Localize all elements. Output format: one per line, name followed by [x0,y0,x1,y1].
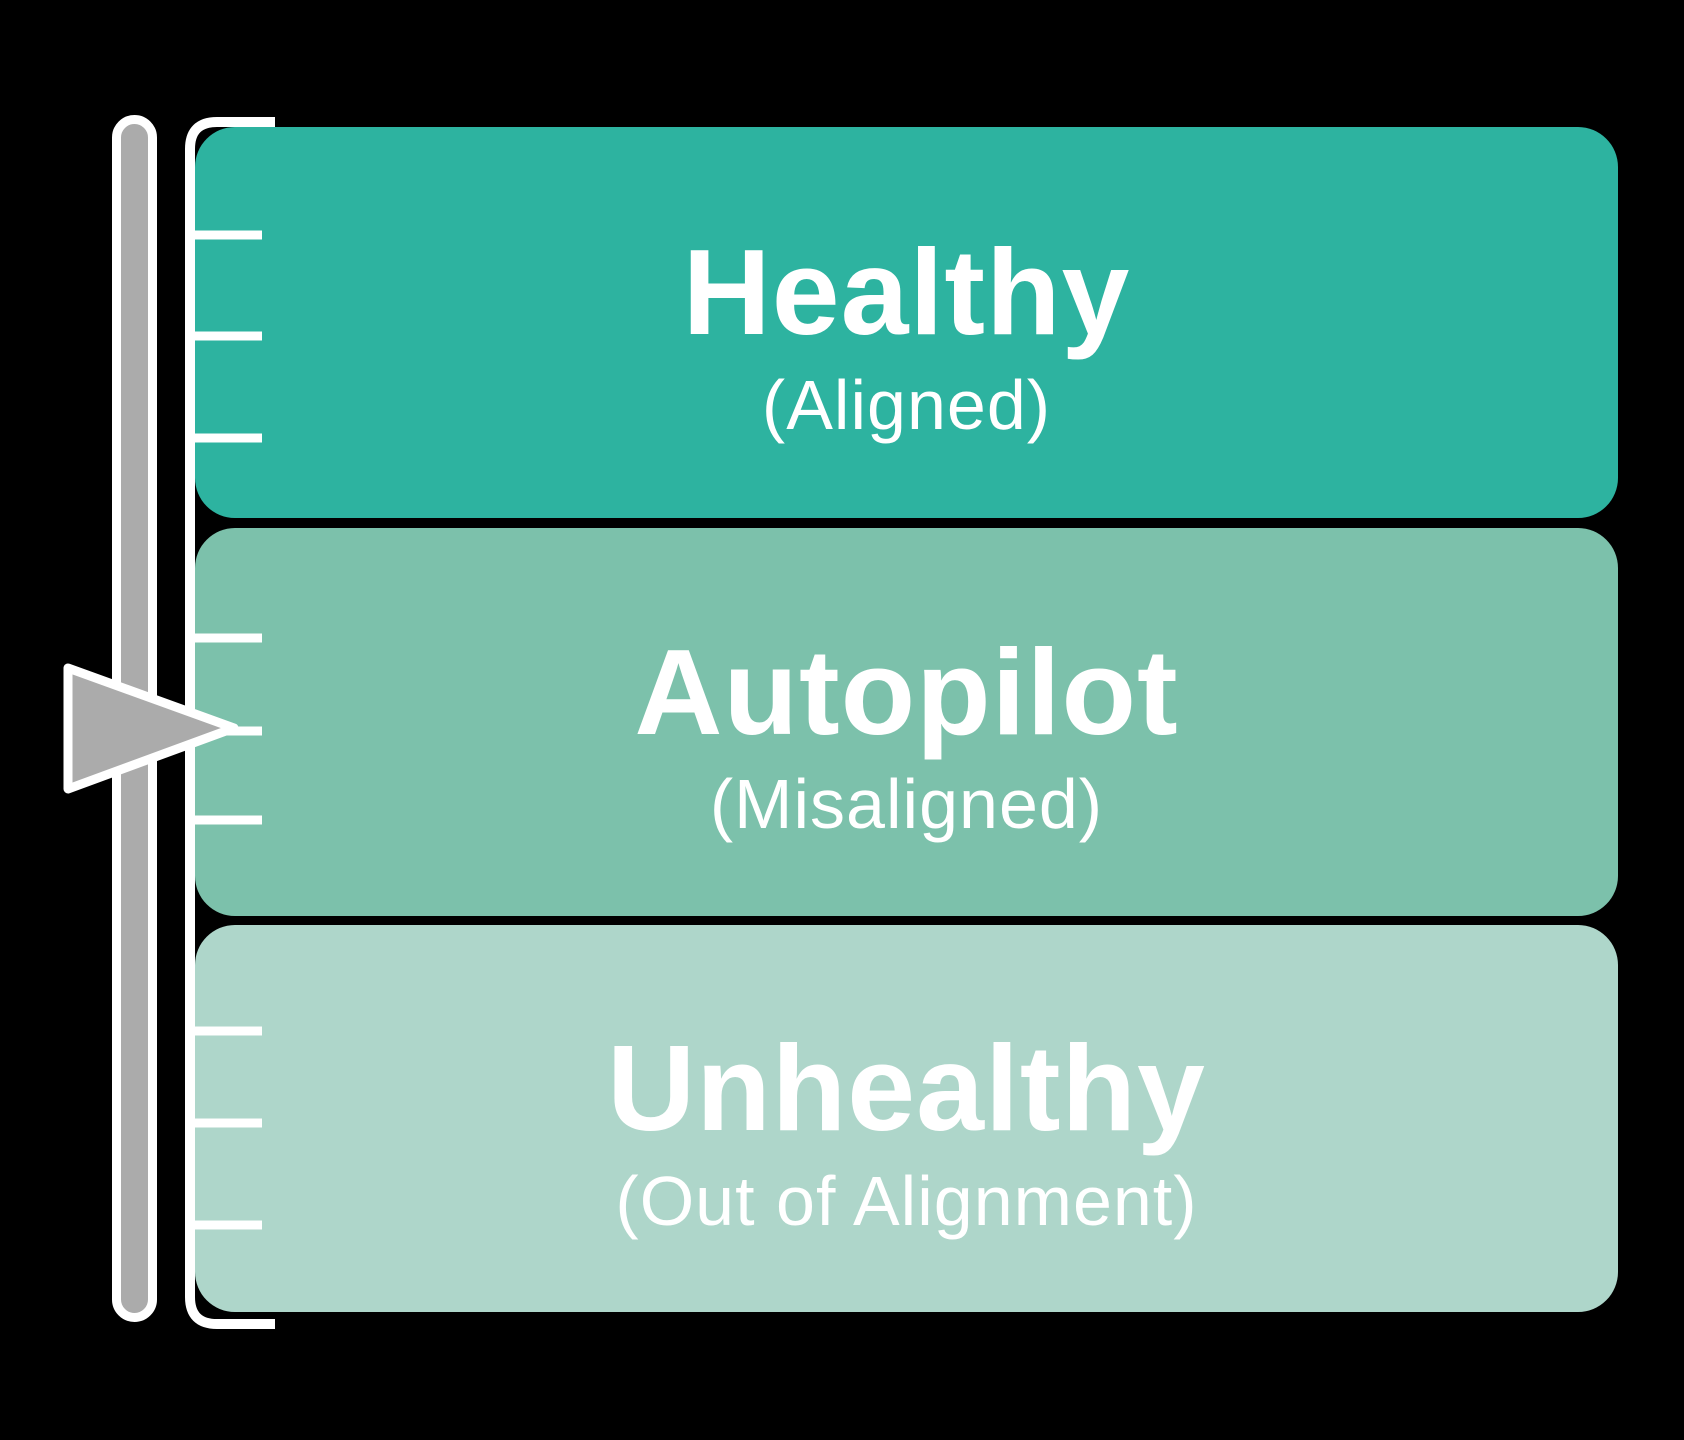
slider-track [112,115,157,1322]
level-title-unhealthy: Unhealthy [607,1020,1206,1157]
level-title-healthy: Healthy [682,224,1131,361]
level-box-autopilot: Autopilot (Misaligned) [195,528,1618,916]
level-title-autopilot: Autopilot [634,623,1179,760]
level-subtitle-unhealthy: (Out of Alignment) [615,1161,1198,1240]
level-box-unhealthy: Unhealthy (Out of Alignment) [195,925,1618,1312]
level-subtitle-healthy: (Aligned) [761,365,1052,444]
level-subtitle-autopilot: (Misaligned) [709,765,1104,844]
level-box-healthy: Healthy (Aligned) [195,127,1618,518]
